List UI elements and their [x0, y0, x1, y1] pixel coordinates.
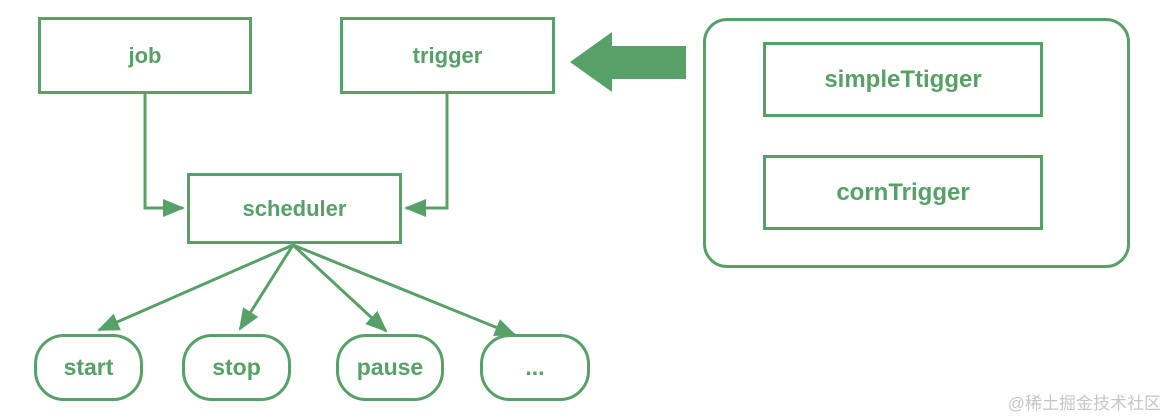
edge-scheduler-stop [238, 244, 295, 331]
node-action-more-label: ... [525, 354, 545, 380]
edge-trigger-scheduler [404, 94, 449, 217]
node-action-stop-label: stop [212, 354, 261, 380]
node-job-label: job [128, 42, 162, 68]
node-scheduler-label: scheduler [242, 195, 347, 221]
edge-scheduler-pause [291, 243, 388, 333]
node-scheduler: scheduler [187, 173, 402, 244]
node-trigger-label: trigger [412, 42, 483, 68]
big-left-arrow-icon [570, 32, 686, 92]
node-action-start: start [34, 334, 143, 401]
node-corn-trigger: cornTrigger [763, 155, 1043, 230]
node-corn-trigger-label: cornTrigger [836, 178, 970, 206]
edge-scheduler-dots [292, 243, 517, 337]
edge-job-scheduler [143, 94, 185, 217]
node-job: job [38, 17, 252, 94]
node-simple-trigger-label: simpleTtigger [824, 65, 982, 93]
edge-scheduler-start [97, 243, 294, 332]
node-simple-trigger: simpleTtigger [763, 42, 1043, 117]
node-action-pause: pause [336, 334, 444, 401]
watermark: @稀土掘金技术社区 [1007, 394, 1161, 413]
node-action-pause-label: pause [356, 354, 424, 380]
node-trigger: trigger [340, 17, 555, 94]
node-action-start-label: start [63, 354, 114, 380]
node-action-stop: stop [182, 334, 291, 401]
node-action-more: ... [480, 334, 590, 401]
